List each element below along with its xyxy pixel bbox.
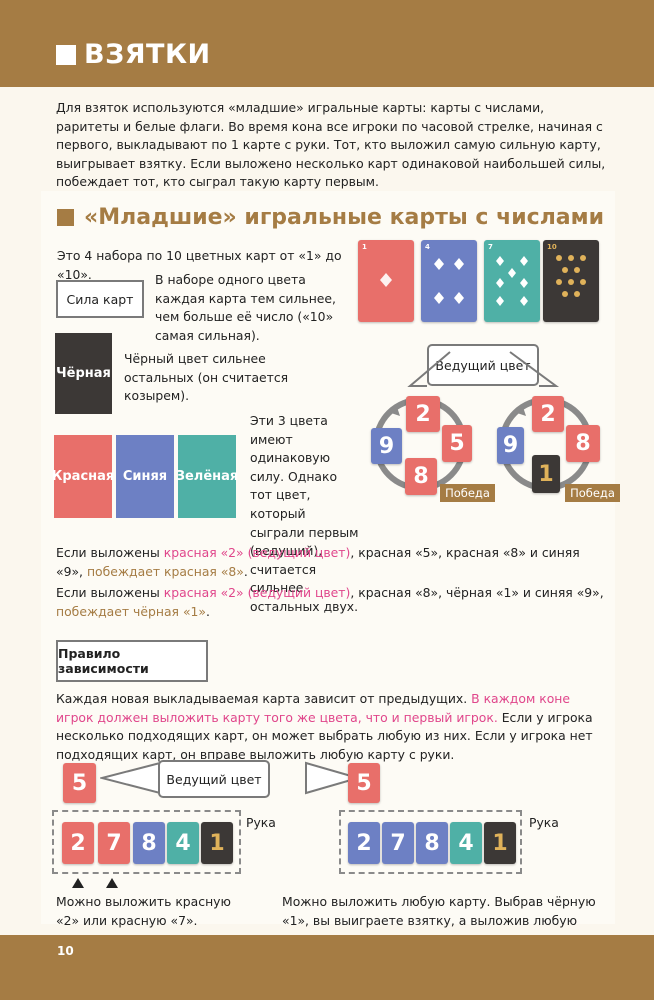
page-number: 10 [57,944,74,958]
hand-label-2: Рука [529,815,559,830]
example-1-part: , красная «5», красная «8» и синяя «9», [56,545,580,579]
rule-text: Каждая новая выкладываемая карта зависит… [56,690,606,764]
hand1-card-4: 4 [167,822,199,864]
lead-card-2: 5 [348,763,380,803]
diagram1-card-left: 9 [371,428,402,464]
sample-card-black-number: 10 [547,243,557,251]
hand2-card-3: 8 [416,822,448,864]
power-label-box: Сила карт [56,280,144,318]
hand2-card-4: 4 [450,822,482,864]
power-text: В наборе одного цвета каждая карта тем с… [155,272,336,343]
example-1: Если выложены красная «2» (ведущий цвет)… [56,544,606,581]
hand2-card-5: 1 [484,822,516,864]
black-text: Чёрный цвет сильнее остальных (он считае… [124,351,289,404]
page-title: ВЗЯТКИ [84,39,211,70]
intro-paragraph: Для взяток используются «младшие» играль… [56,100,606,190]
rule-label-box: Правило зависимости [56,640,208,682]
rule-text-part: Каждая новая выкладываемая карта зависит… [56,691,472,706]
page-header [0,0,654,87]
gems-icon [434,258,464,304]
win-tag-1: Победа [440,484,495,502]
sets-text: Это 4 набора по 10 цветных карт от «1» д… [57,248,342,282]
gems-icon [496,256,528,306]
sample-card-green-number: 7 [488,243,493,251]
diagram1-card-right: 5 [442,425,472,462]
green-card: Зелёная [176,435,238,518]
hand1-card-2: 7 [98,822,130,864]
diagram2-card-right: 8 [566,425,600,462]
page-footer [0,935,654,1000]
hand1-card-5: 1 [201,822,233,864]
pointer-triangle-icon [106,878,118,888]
example-1-part: . [243,563,248,579]
red-card: Красная [52,435,114,518]
lead-card-1: 5 [63,763,96,803]
sample-card-blue-number: 4 [425,243,430,251]
example-1-winner: побеждает красная «8» [86,563,244,579]
rule-leading-bubble: Ведущий цвет [158,760,270,798]
sample-card-red-number: 1 [362,243,367,251]
leading-color-bubble: Ведущий цвет [427,344,539,386]
diagram1-card-bottom: 8 [405,458,437,495]
diagram2-card-bottom: 1 [532,455,560,493]
diagram2-card-left: 9 [497,427,524,464]
pointer-triangle-icon [72,878,84,888]
example-2-winner: побеждает чёрная «1» [56,603,206,619]
hand2-card-2: 7 [382,822,414,864]
sample-card-black: 10 [543,240,599,322]
hand1-card-1: 2 [62,822,94,864]
gem-icon [380,273,392,287]
section-square-icon [57,209,74,226]
blue-card: Синяя [116,435,174,518]
black-card: Чёрная [55,333,112,414]
diagram1-card-top: 2 [406,396,440,432]
hand2-card-1: 2 [348,822,380,864]
example-1-lead: красная «2» (ведущий цвет) [163,545,351,560]
sample-card-red: 1 [358,240,414,322]
hand1-card-3: 8 [133,822,165,864]
section-title: «Младшие» игральные карты с числами [84,205,605,230]
sample-card-green: 7 [484,240,540,322]
example-2-part: Если выложены [56,585,164,600]
sample-card-blue: 4 [421,240,477,322]
rule-text-part: Если у игрока несколько подходящих карт,… [56,709,593,762]
example-2-lead: красная «2» (ведущий цвет) [163,585,351,600]
paw-icons [556,255,586,297]
rule-text-highlight: В каждом коне игрок должен выложить карт… [56,691,571,725]
example-2: Если выложены красная «2» (ведущий цвет)… [56,584,606,621]
hand-box-2 [339,810,522,874]
trick-diagram-arrows [373,351,593,491]
hand-label-1: Рука [246,815,276,830]
example-2-part: . [206,603,210,619]
win-tag-2: Победа [565,484,620,502]
example-2-part: , красная «8», чёрная «1» и синяя «9», [350,585,604,600]
diagram2-card-top: 2 [532,396,564,432]
three-colors-text: Эти 3 цвета имеют одинаковую силу. Однак… [250,413,359,614]
header-square-icon [56,45,76,65]
hand-box-1 [52,810,241,874]
caption-1: Можно выложить красную «2» или красную «… [56,894,231,928]
example-1-part: Если выложены [56,545,164,560]
